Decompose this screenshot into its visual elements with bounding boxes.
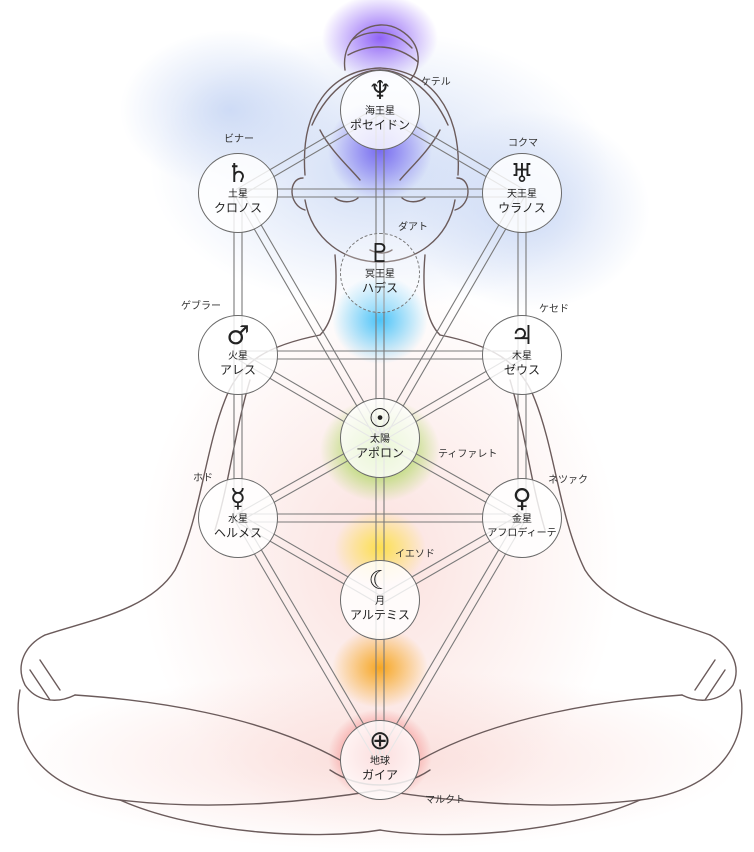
planet-label: 太陽 xyxy=(370,434,390,445)
deity-label: ハデス xyxy=(361,281,398,295)
sephira-label-geburah: ゲブラー xyxy=(181,301,221,312)
saturn-icon: ♄ xyxy=(226,159,250,189)
deity-label: クロノス xyxy=(213,201,262,215)
sephira-label-tiphareth: ティファレト xyxy=(438,449,498,460)
planet-label: 地球 xyxy=(370,756,390,767)
deity-label: アフロディーテ xyxy=(487,528,557,539)
sephira-yesod-node: ☾ 月 アルテミス xyxy=(340,560,420,640)
sephira-tiphareth-node: ☉ 太陽 アポロン xyxy=(340,398,420,478)
path-hod-malkuth xyxy=(240,515,384,759)
path-binah-tiphareth xyxy=(234,194,378,441)
deity-label: アルテミス xyxy=(350,608,410,622)
sky-wash-3 xyxy=(120,30,340,190)
sephira-geburah-node: ♂ 火星 アレス xyxy=(198,315,278,395)
path-netzach-malkuth xyxy=(376,515,520,759)
sephira-label-yesod: イエソド xyxy=(395,549,435,560)
path-chokmah-tiphareth xyxy=(376,190,520,437)
sephira-chesed-node: ♃ 木星 ゼウス xyxy=(482,315,562,395)
planet-label: 水星 xyxy=(228,514,248,525)
path-binah-tiphareth xyxy=(240,190,384,437)
sephira-malkuth-node: ⊕ 地球 ガイア xyxy=(340,720,420,800)
sephira-hod-node: ☿ 水星 ヘルメス xyxy=(198,478,278,558)
deity-label: ガイア xyxy=(361,768,398,782)
sephira-label-chesed: ケセド xyxy=(539,304,569,315)
deity-label: ヘルメス xyxy=(213,526,262,540)
planet-label: 月 xyxy=(375,596,385,607)
moon-icon: ☾ xyxy=(368,566,392,596)
mercury-icon: ☿ xyxy=(230,484,246,514)
sephira-daath-node: ♇ 冥王星 ハデス xyxy=(340,233,420,313)
path-hod-malkuth xyxy=(234,519,378,763)
planet-label: 海王星 xyxy=(365,106,395,117)
sephira-label-malkuth: マルクト xyxy=(425,795,465,806)
sephira-label-chokmah: コクマ xyxy=(508,138,538,149)
venus-icon: ♀ xyxy=(512,484,532,514)
deity-label: アポロン xyxy=(355,446,404,460)
earth-icon: ⊕ xyxy=(369,726,391,756)
sephira-kether-node: ♆ 海王星 ポセイドン xyxy=(340,70,420,150)
planet-label: 木星 xyxy=(512,351,532,362)
sun-icon: ☉ xyxy=(368,404,392,434)
planet-label: 天王星 xyxy=(507,189,537,200)
deity-label: ウラノス xyxy=(498,201,546,215)
deity-label: ポセイドン xyxy=(349,118,410,132)
sacral-chakra-glow xyxy=(332,628,428,708)
sephira-netzach-node: ♀ 金星 アフロディーテ xyxy=(482,478,562,558)
pluto-icon: ♇ xyxy=(368,239,392,269)
sephira-label-daath: ダアト xyxy=(398,222,428,233)
sephira-label-kether: ケテル xyxy=(421,77,451,88)
planet-label: 土星 xyxy=(228,189,248,200)
deity-label: アレス xyxy=(219,363,256,377)
sephira-label-hod: ホド xyxy=(193,473,213,484)
planet-label: 火星 xyxy=(228,351,248,362)
planet-label: 金星 xyxy=(512,514,532,525)
jupiter-icon: ♃ xyxy=(510,321,534,351)
sephira-label-binah: ビナー xyxy=(224,134,254,145)
sephira-chokmah-node: ♅ 天王星 ウラノス xyxy=(482,153,562,233)
sephira-label-netzach: ネツァク xyxy=(548,475,588,486)
neptune-icon: ♆ xyxy=(368,76,392,106)
sephira-binah-node: ♄ 土星 クロノス xyxy=(198,153,278,233)
path-netzach-malkuth xyxy=(382,519,526,763)
planet-label: 冥王星 xyxy=(365,269,395,280)
mars-icon: ♂ xyxy=(226,321,250,351)
uranus-icon: ♅ xyxy=(510,159,534,189)
crown-chakra-glow xyxy=(322,0,438,82)
path-chokmah-tiphareth xyxy=(382,194,526,441)
deity-label: ゼウス xyxy=(503,363,540,377)
